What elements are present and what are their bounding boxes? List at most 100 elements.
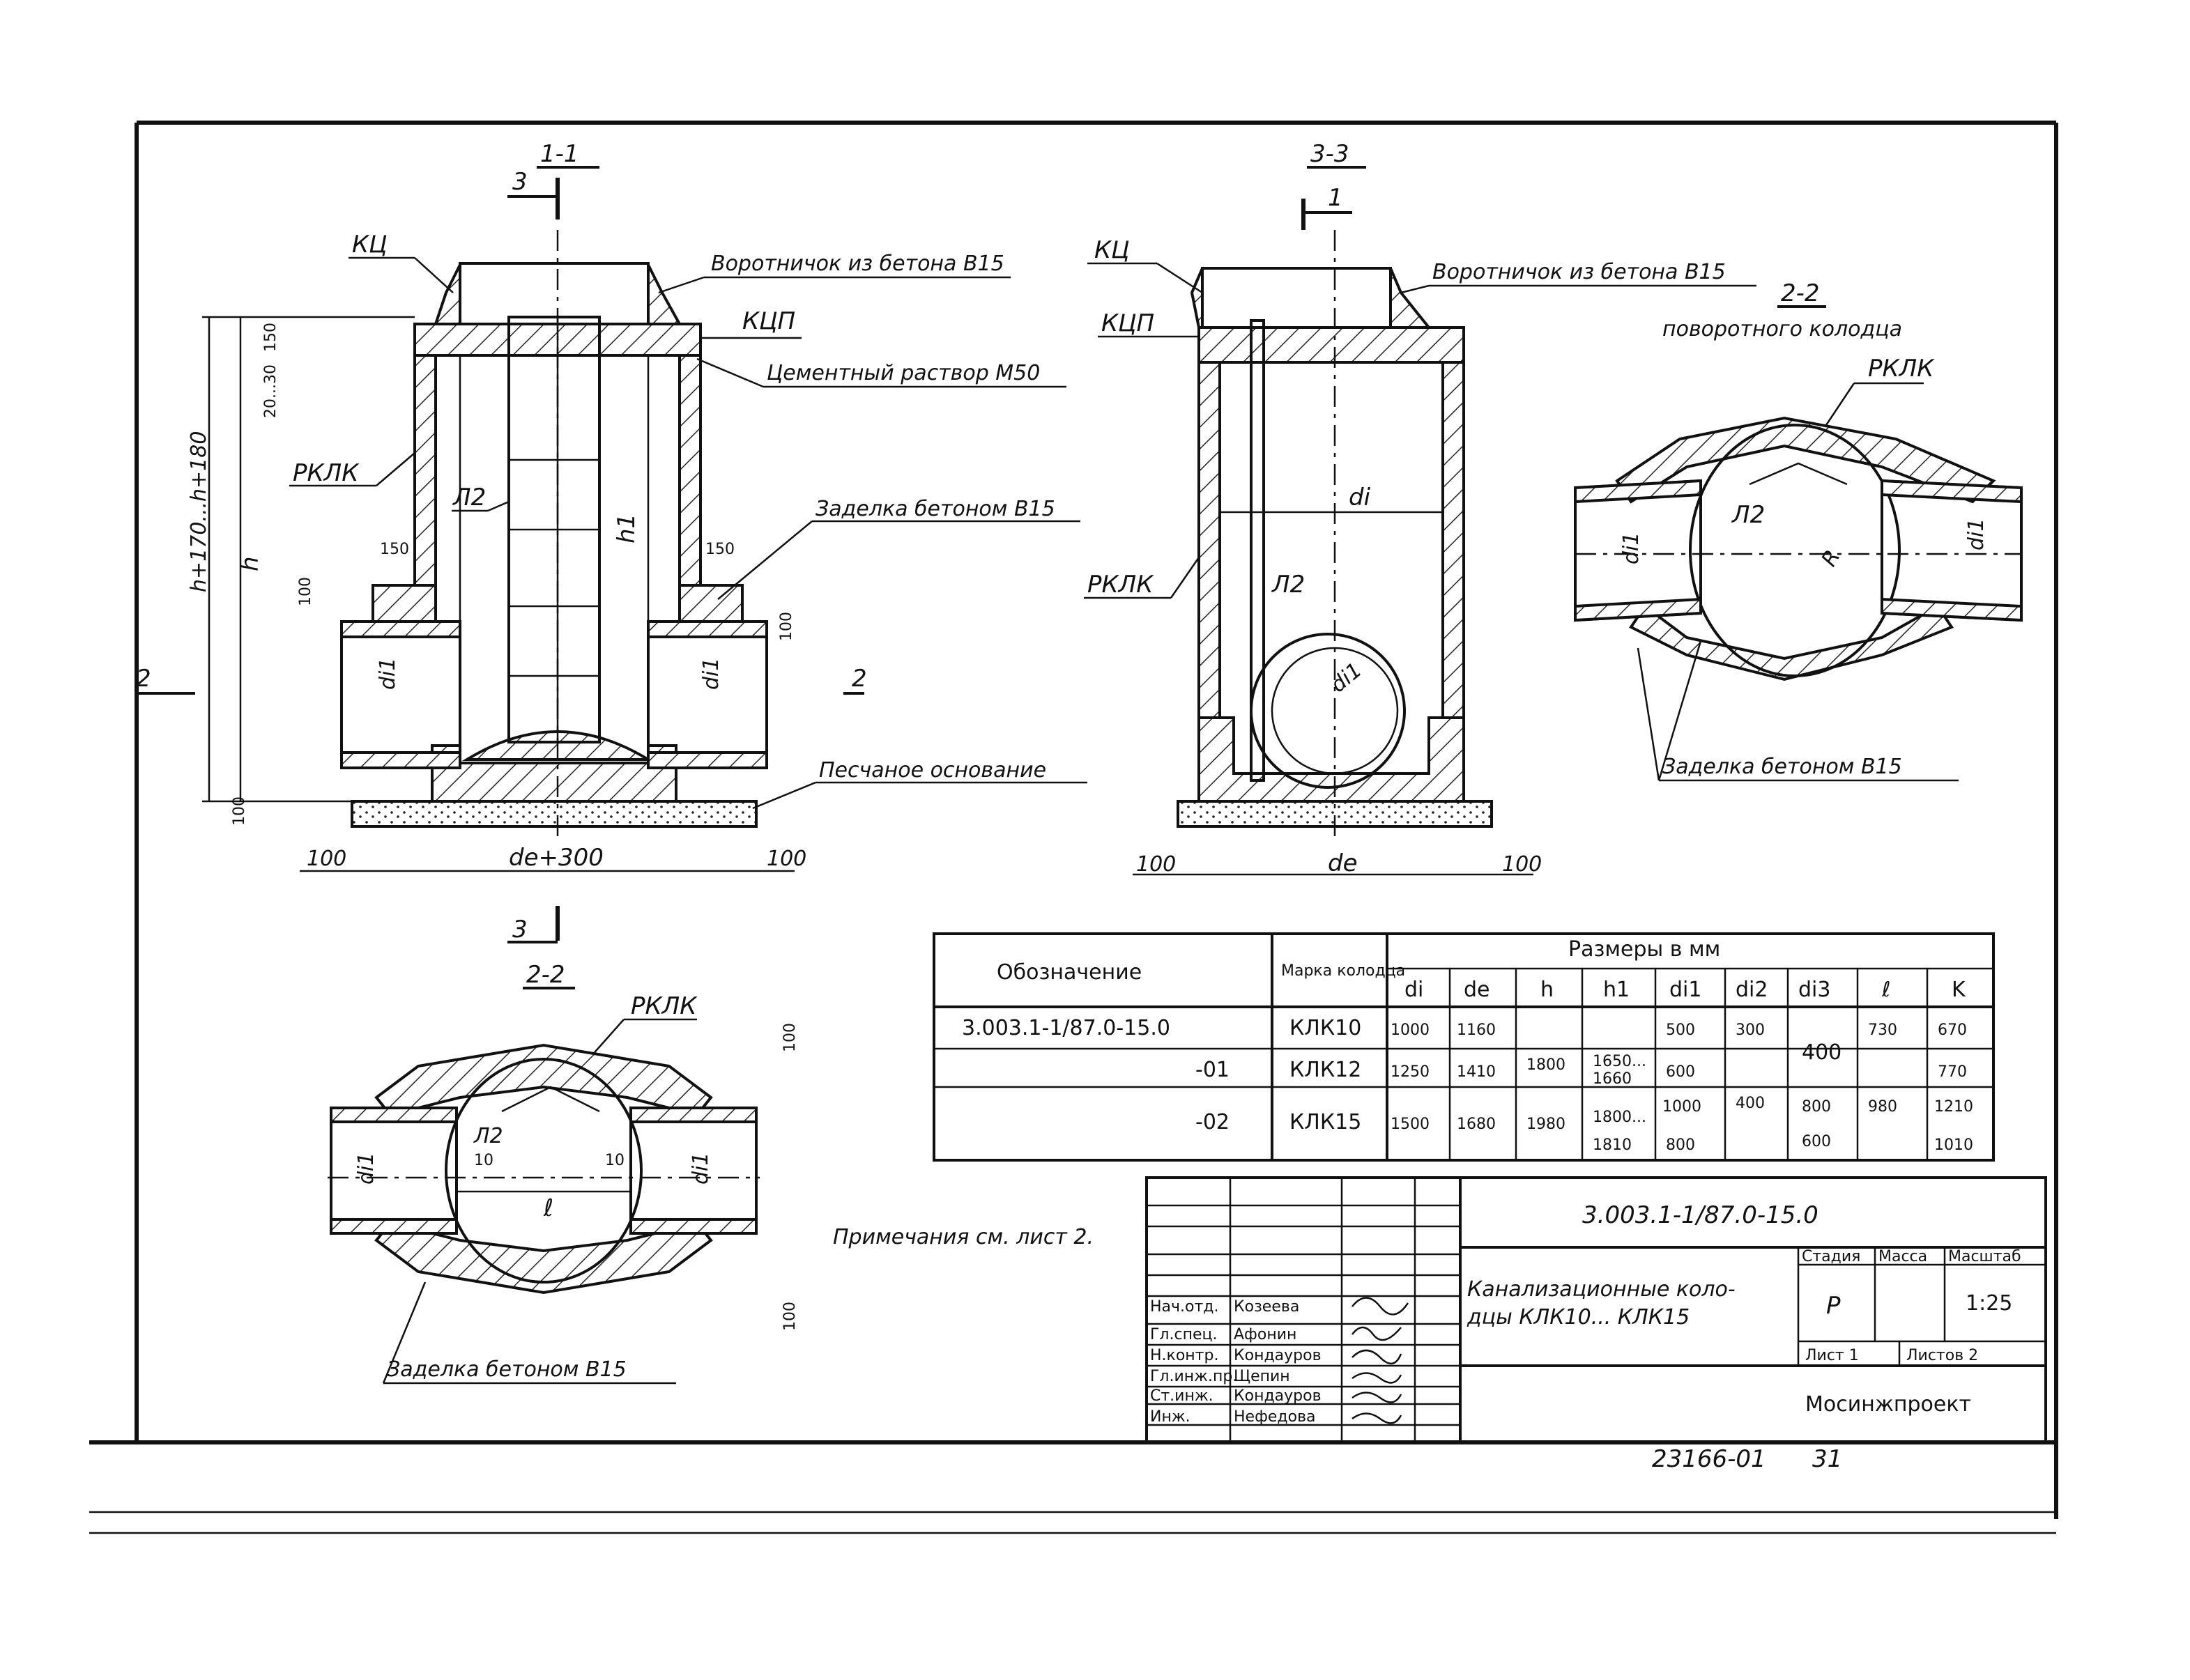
seal-label-turning: Заделка бетоном В15 (1662, 755, 1902, 779)
shared-di3: 400 (1802, 1040, 1841, 1065)
role-4: Гл.инж.пр. (1150, 1368, 1237, 1385)
role-6: Инж. (1150, 1408, 1190, 1426)
seal-label-22: Заделка бетоном В15 (387, 1357, 627, 1382)
r1-di: 1000 (1391, 1022, 1430, 1039)
stamp-scale-header: Масштаб (1948, 1248, 2021, 1265)
dim-150-left: 150 (380, 541, 409, 558)
inventory-number: 23166-01 (1652, 1445, 1766, 1473)
page-number: 31 (1812, 1445, 1842, 1473)
r1-di2: 300 (1736, 1022, 1765, 1039)
r3-l: 980 (1868, 1098, 1897, 1116)
dim-100-br: 100 (767, 847, 806, 871)
role-2: Гл.спец. (1150, 1326, 1217, 1343)
r1-k: 670 (1938, 1022, 1967, 1039)
collar-label-33: Воротничок из бетона В15 (1432, 260, 1726, 284)
h1-label: h1 (613, 514, 641, 544)
seal-label: Заделка бетоном В15 (815, 497, 1055, 521)
di-label-33: di (1349, 484, 1371, 511)
sand-label: Песчаное основание (819, 758, 1046, 783)
r3-des: -02 (1195, 1110, 1230, 1134)
di1-right-22: di1 (689, 1153, 713, 1185)
di1-label-33: di1 (1326, 658, 1367, 698)
role-1: Нач.отд. (1150, 1298, 1219, 1316)
section-2-2-turning: 2-2 поворотного колодца РКЛК Л2 R di1 di… (1574, 279, 2023, 782)
role-5: Ст.инж. (1150, 1387, 1213, 1405)
note-text: Примечания см. лист 2. (833, 1225, 1094, 1249)
l2-label: Л2 (452, 484, 486, 511)
shared-h1: 1650... (1593, 1053, 1646, 1070)
th-di1: di1 (1669, 978, 1701, 1002)
th-k: K (1952, 978, 1966, 1002)
kc-label-33: КЦ (1094, 236, 1130, 264)
stamp-stage: Р (1826, 1292, 1841, 1320)
th-designation: Обозначение (997, 960, 1142, 985)
dim-100-22-top: 100 (781, 1023, 799, 1052)
name-5: Кондауров (1234, 1387, 1322, 1405)
shared-h: 1800 (1526, 1056, 1565, 1074)
kcp-label: КЦП (742, 307, 795, 335)
di1-left-label: di1 (376, 658, 400, 690)
r2-de: 1410 (1457, 1063, 1496, 1081)
th-di3: di3 (1798, 978, 1830, 1002)
dim-100-left: 100 (297, 577, 314, 606)
r3-di3a: 800 (1802, 1098, 1831, 1116)
section-2-2-turning-title: 2-2 (1781, 279, 1820, 307)
dim-de300: de+300 (509, 844, 604, 872)
r3-h: 1980 (1526, 1116, 1565, 1133)
th-di2: di2 (1736, 978, 1768, 1002)
mortar-label: Цементный раствор М50 (767, 361, 1040, 385)
dim-10-left: 10 (474, 1152, 493, 1169)
th-h: h (1540, 978, 1554, 1002)
name-2: Афонин (1234, 1326, 1296, 1343)
r1-des: 3.003.1-1/87.0-15.0 (962, 1016, 1170, 1040)
dim-h-range: h+170...h+180 (187, 431, 211, 592)
section-1-1: 1-1 3 (136, 140, 1087, 943)
dim-de-33: de (1328, 849, 1358, 877)
cut-3-bottom-label: 3 (512, 916, 528, 943)
dim-150-top: 150 (262, 323, 280, 352)
r2-di1: 600 (1666, 1063, 1695, 1081)
l2-label-33: Л2 (1271, 571, 1305, 599)
stamp-mass-header: Масса (1878, 1248, 1927, 1265)
r3-h1b: 1810 (1593, 1136, 1632, 1154)
di1-right-turning: di1 (1964, 518, 1989, 550)
dim-100-bl: 100 (307, 847, 346, 871)
l2-label-turning: Л2 (1731, 501, 1765, 529)
l2-label-22: Л2 (473, 1124, 503, 1148)
name-3: Кондауров (1234, 1347, 1322, 1364)
r3-ka: 1210 (1934, 1098, 1973, 1116)
kc-label: КЦ (352, 231, 388, 259)
th-di: di (1404, 978, 1423, 1002)
di1-left-turning: di1 (1619, 532, 1644, 564)
name-4: Щепин (1234, 1368, 1290, 1385)
r3-de: 1680 (1457, 1116, 1496, 1133)
r2-des: -01 (1195, 1058, 1230, 1082)
cut-2-right: 2 (852, 665, 867, 693)
dim-10-right: 10 (605, 1152, 625, 1169)
r2-di: 1250 (1391, 1063, 1430, 1081)
signatures (1351, 1297, 1409, 1424)
stamp-title-2: дцы КЛК10... КЛК15 (1467, 1305, 1690, 1330)
cut-3-top-label: 3 (512, 168, 528, 196)
r1-l: 730 (1868, 1022, 1897, 1039)
cut-2-left: 2 (136, 665, 151, 693)
th-h1: h1 (1603, 978, 1630, 1002)
section-3-3-title: 3-3 (1310, 140, 1349, 168)
r3-di2: 400 (1736, 1095, 1765, 1112)
stamp-sheets: Листов 2 (1906, 1347, 1978, 1364)
dim-100-base: 100 (231, 796, 248, 826)
rklk-label-22: РКЛК (631, 992, 698, 1020)
l-label-22: ℓ (543, 1194, 553, 1222)
r1-de: 1160 (1457, 1022, 1496, 1039)
r3-di: 1500 (1391, 1116, 1430, 1133)
dim-100-33-r: 100 (1502, 852, 1542, 877)
dim-h: h (236, 556, 264, 571)
kcp-label-33: КЦП (1101, 309, 1154, 337)
rklk-label-33: РКЛК (1087, 571, 1154, 599)
th-de: de (1464, 978, 1490, 1002)
stamp-org: Мосинжпроект (1805, 1392, 1971, 1417)
th-sizes: Размеры в мм (1568, 937, 1720, 962)
stamp-title-1: Канализационные коло- (1467, 1277, 1736, 1302)
shared-h1b: 1660 (1593, 1070, 1632, 1088)
stamp-sheet: Лист 1 (1805, 1347, 1859, 1364)
